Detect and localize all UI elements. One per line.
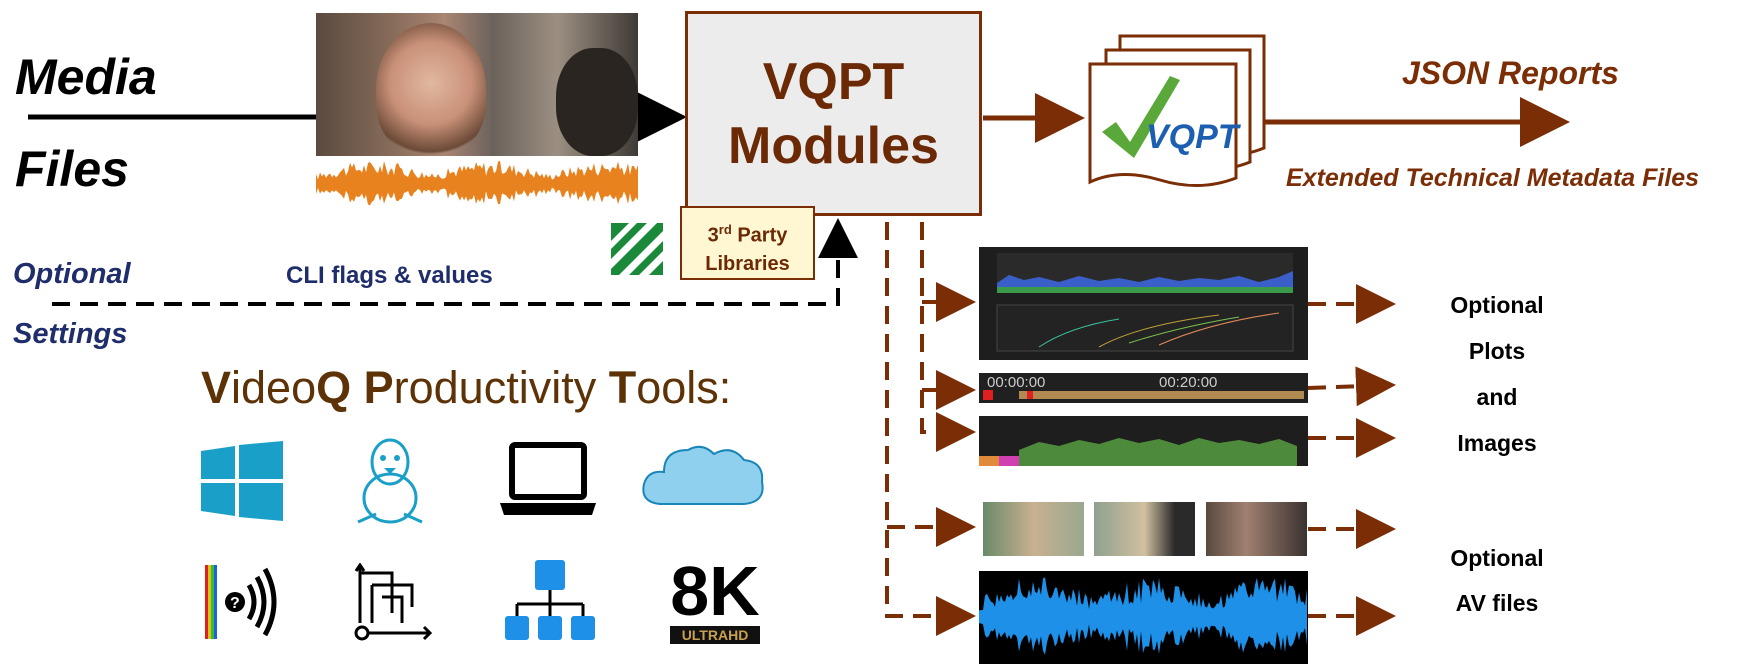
network-hierarchy-icon [505,560,595,640]
libs-ordinal: 3 [707,224,719,247]
audio-waveform-orange [316,156,638,212]
vqpt-box-title: VQPT [762,52,905,111]
plots-output-arrow [1307,366,1396,407]
loudness-plot-image [979,247,1308,360]
audio-video-signal-icon: ? [205,565,277,639]
settings-dashed-line [52,218,858,306]
libs-ordinal-suffix: rd [718,222,732,237]
ultrahd-text: ULTRAHD [670,626,760,644]
libs-line2: Libraries [705,252,790,275]
vqpt-box-subtitle: Modules [728,116,939,175]
tools-title-part: ools: [636,362,732,413]
tools-title-part: V [201,362,232,413]
tools-title-part: Q [316,362,352,413]
timeline-time-mid: 00:20:00 [1159,374,1217,391]
plots-branch-line [920,222,976,452]
video-thumbnail [983,502,1084,556]
document-logo-text: VQPT [1146,118,1242,156]
av-label-line2: AV files [1455,590,1539,616]
timeline-time-start: 00:00:00 [987,374,1045,391]
workflow-path-icon [354,563,433,641]
video-still-image [316,13,638,156]
ffmpeg-logo-icon [609,221,665,277]
laptop-icon [500,442,596,515]
settings-label: Settings [13,318,128,350]
libs-word: Party [737,224,788,247]
cli-flags-label: CLI flags & values [286,262,493,289]
plots-label-line2: Plots [1468,338,1526,364]
third-party-libraries-box: 3rd Party Libraries [680,206,815,280]
cloud-icon [642,445,764,505]
av-label-line1: Optional [1450,545,1544,571]
plots-label-line1: Optional [1450,292,1544,318]
windows-icon [201,441,283,521]
media-label-line1: Media [15,49,157,105]
tools-title-part [351,362,364,413]
plots-label-line4: Images [1457,430,1537,456]
linux-penguin-icon [357,438,423,524]
tools-title-part: P [363,362,394,413]
timeline-strip-image: 00:00:00 00:20:00 [979,373,1308,403]
audio-waveform-blue [979,571,1308,664]
level-strip-image [979,416,1308,466]
8k-text: 8K [670,552,760,630]
video-thumbnail [1094,502,1195,556]
tools-title: VideoQ Productivity Tools: [201,362,731,414]
person-head [556,48,638,156]
vqpt-modules-box: VQPT Modules [685,11,982,216]
tools-title-part: T [608,362,637,413]
8k-ultrahd-badge: 8K ULTRAHD [662,552,768,652]
tools-title-part: ideo [231,362,317,413]
json-reports-label: JSON Reports [1402,55,1619,91]
plots-label-line3: and [1476,384,1518,410]
av-branch-line [885,222,976,636]
optional-label: Optional [13,258,131,290]
question-mark-glyph: ? [230,595,240,612]
check-mark-icon [1102,76,1180,158]
metadata-files-label: Extended Technical Metadata Files [1286,164,1700,192]
tools-title-part: roductivity [393,362,609,413]
person-face [376,23,486,156]
video-thumbnail [1206,502,1307,556]
report-document-stack: VQPT [1088,34,1266,188]
media-label-line2: Files [15,141,129,197]
